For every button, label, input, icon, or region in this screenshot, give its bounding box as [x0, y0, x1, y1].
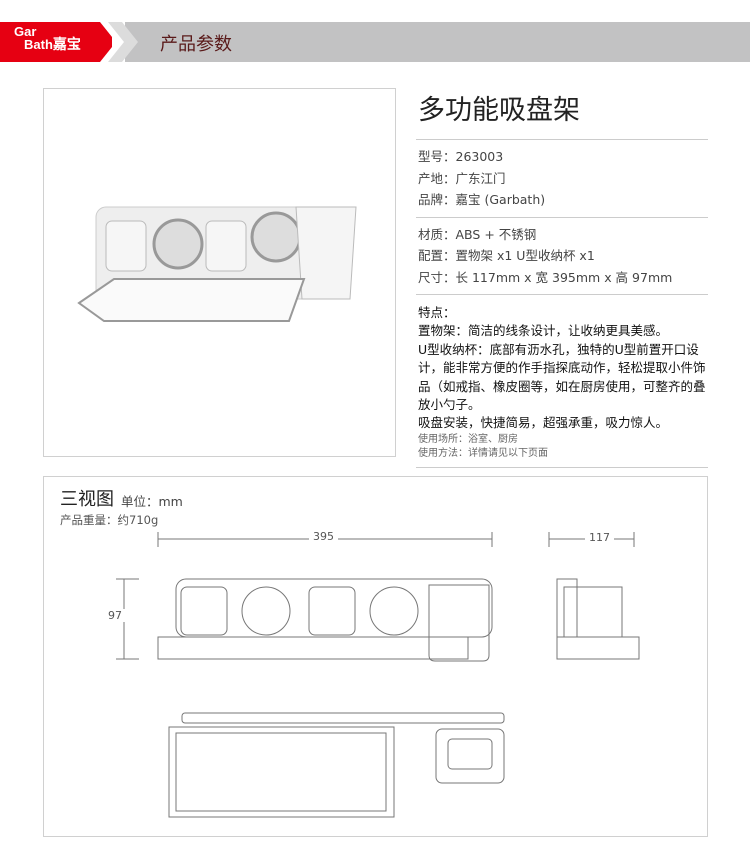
- product-info: 多功能吸盘架 型号：263003 产地：广东江门 品牌：嘉宝 (Garbath)…: [416, 88, 708, 468]
- header-band: [125, 22, 750, 62]
- dimension-depth: 117: [585, 531, 614, 544]
- product-illustration: [77, 206, 357, 322]
- dimension-height: 97: [104, 609, 126, 622]
- dimension-width: 395: [309, 530, 338, 543]
- logo-text: Gar Bath嘉宝: [14, 24, 81, 52]
- drawing-unit: 单位：mm: [121, 494, 183, 509]
- basic-info: 型号：263003 产地：广东江门 品牌：嘉宝 (Garbath): [416, 140, 708, 218]
- features: 特点： 置物架：简洁的线条设计，让收纳更具美感。 U型收纳杯：底部有沥水孔，独特…: [416, 295, 708, 468]
- section-title: 产品参数: [160, 34, 232, 55]
- product-weight: 产品重量：约710g: [60, 513, 159, 527]
- drawing-title: 三视图: [60, 489, 114, 510]
- brand-logo: [0, 22, 112, 62]
- spec-info: 材质：ABS + 不锈钢 配置：置物架 x1 U型收纳杯 x1 尺寸：长 117…: [416, 218, 708, 295]
- product-image: [43, 88, 396, 457]
- product-name: 多功能吸盘架: [416, 88, 708, 140]
